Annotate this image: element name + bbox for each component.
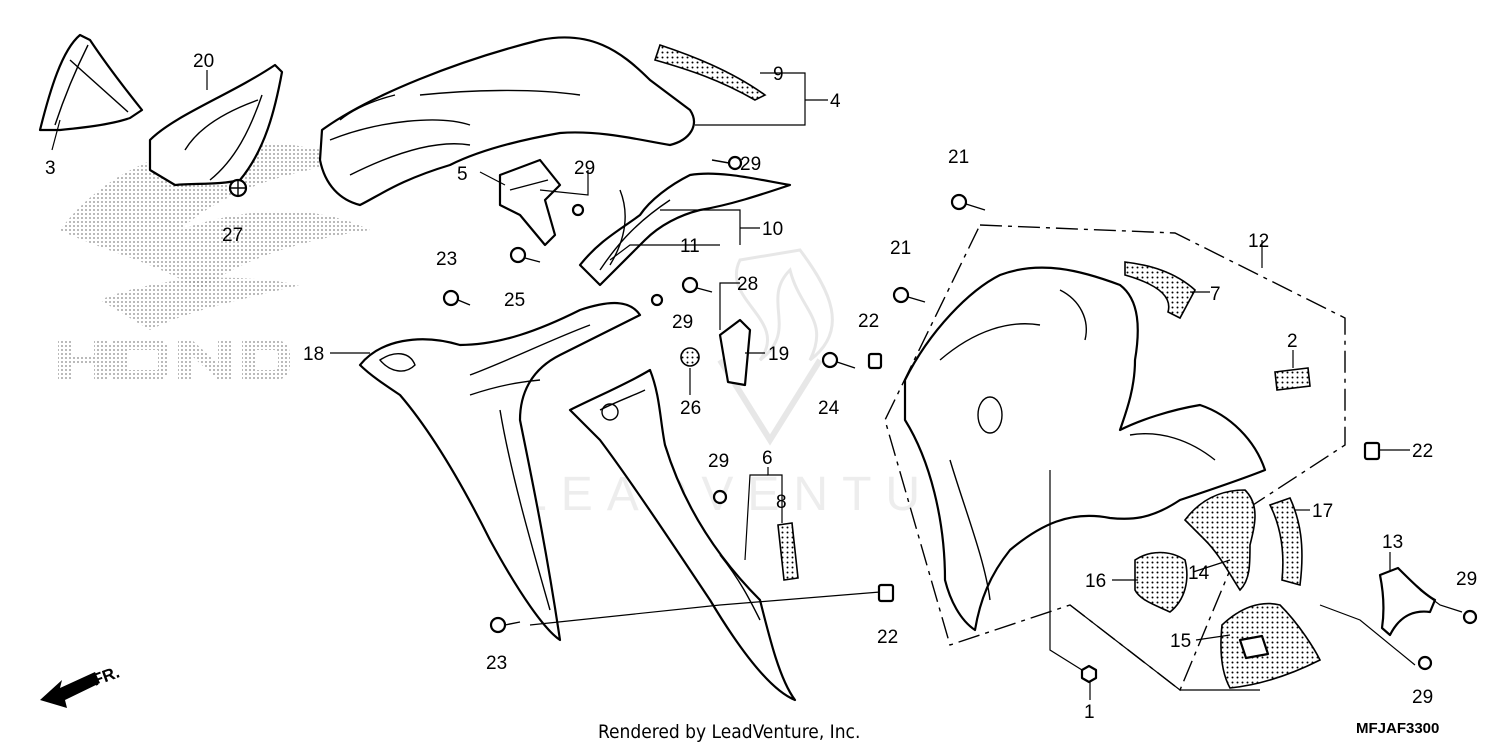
callout-18[interactable]: 18 (303, 344, 324, 365)
callout-25[interactable]: 25 (504, 290, 525, 311)
callout-7[interactable]: 7 (1210, 284, 1221, 305)
part-15-seal[interactable] (1220, 602, 1322, 689)
part-10-inner-panel[interactable] (578, 172, 792, 287)
honda-letters (58, 340, 290, 380)
callout-20[interactable]: 20 (193, 51, 214, 72)
honda-watermark (58, 142, 370, 380)
callout-15[interactable]: 15 (1170, 631, 1191, 652)
callout-8[interactable]: 8 (776, 492, 787, 513)
callout-26[interactable]: 26 (680, 398, 701, 419)
callout-10[interactable]: 10 (762, 219, 783, 240)
screw-29f[interactable] (1417, 655, 1433, 671)
callout-29a[interactable]: 29 (740, 154, 761, 175)
bolts (442, 155, 1478, 684)
part-6-lower-cowl[interactable] (568, 368, 797, 702)
callout-29e[interactable]: 29 (1456, 569, 1477, 590)
part-14-seal[interactable] (1183, 489, 1256, 592)
part-27-screw[interactable] (228, 178, 248, 198)
part-16-seal[interactable] (1134, 551, 1188, 613)
callout-3[interactable]: 3 (45, 158, 56, 179)
part-3-duct[interactable] (38, 33, 144, 132)
callout-5[interactable]: 5 (457, 164, 468, 185)
callout-22b[interactable]: 22 (1412, 441, 1433, 462)
callout-22c[interactable]: 22 (877, 627, 898, 648)
callout-21b[interactable]: 21 (890, 238, 911, 259)
callout-23a[interactable]: 23 (436, 249, 457, 270)
callout-14[interactable]: 14 (1188, 563, 1210, 584)
callout-11[interactable]: 11 (680, 236, 700, 257)
callout-27[interactable]: 27 (222, 225, 243, 246)
part-20-inner-duct[interactable] (148, 63, 284, 187)
part-12-inner-cowl[interactable] (903, 266, 1267, 632)
leader-lines (51, 70, 1463, 700)
callout-29c[interactable]: 29 (672, 312, 693, 333)
callout-1[interactable]: 1 (1084, 702, 1095, 723)
callout-29f[interactable]: 29 (1412, 687, 1433, 708)
callout-29b[interactable]: 29 (574, 158, 595, 179)
diagram-code: MFJAF3300 (1356, 720, 1439, 737)
part-7-seal[interactable] (1124, 261, 1197, 320)
bolt-25[interactable] (509, 246, 541, 264)
nut-1[interactable] (1080, 664, 1098, 684)
clip-22b[interactable] (1363, 441, 1381, 461)
clip-19[interactable] (718, 318, 752, 387)
callout-6[interactable]: 6 (762, 448, 773, 469)
footer-credit: Rendered by LeadVenture, Inc. (598, 721, 860, 743)
callout-4[interactable]: 4 (830, 91, 841, 112)
part-2-pad[interactable] (1274, 367, 1311, 391)
screw-29a[interactable] (711, 155, 743, 171)
part-18-middle-cowl[interactable] (358, 301, 642, 642)
screw-29d[interactable] (712, 489, 728, 505)
callout-22a[interactable]: 22 (858, 311, 879, 332)
callout-19[interactable]: 19 (768, 344, 789, 365)
bolt-24[interactable] (821, 351, 856, 369)
screw-29b[interactable] (571, 203, 585, 217)
callout-17[interactable]: 17 (1312, 501, 1333, 522)
callout-16[interactable]: 16 (1085, 571, 1106, 592)
screw-29e[interactable] (1462, 609, 1478, 625)
part-9-grille[interactable] (653, 43, 767, 101)
bolt-21a[interactable] (950, 193, 986, 211)
bolt-28[interactable] (681, 276, 713, 294)
callout-9[interactable]: 9 (773, 64, 784, 85)
part-17-pad[interactable] (1268, 497, 1303, 587)
callouts: 1 2 3 4 5 6 7 8 9 10 11 12 13 14 15 16 1… (45, 51, 1477, 723)
grommet-26[interactable] (680, 347, 700, 367)
callout-2[interactable]: 2 (1287, 331, 1298, 352)
bolt-23a[interactable] (442, 289, 471, 307)
bolt-21b[interactable] (892, 286, 926, 304)
part-13-bracket[interactable] (1378, 566, 1437, 637)
clip-22a[interactable] (867, 352, 883, 370)
clip-22c[interactable] (877, 583, 895, 603)
arrow-left-icon (40, 672, 100, 708)
callout-29d[interactable]: 29 (708, 451, 729, 472)
direction-label: FR. (90, 663, 122, 690)
part-4-upper-cowl[interactable] (318, 36, 695, 207)
callout-28[interactable]: 28 (737, 274, 758, 295)
callout-12[interactable]: 12 (1248, 231, 1269, 252)
callout-23b[interactable]: 23 (486, 653, 507, 674)
bolt-23b[interactable] (489, 616, 521, 634)
callout-13[interactable]: 13 (1382, 532, 1403, 553)
screw-29c[interactable] (650, 293, 664, 307)
part-8-strip[interactable] (777, 522, 799, 581)
callout-21a[interactable]: 21 (948, 147, 969, 168)
part-5-bracket[interactable] (498, 158, 562, 247)
front-direction-arrow: FR. (40, 663, 122, 708)
callout-24[interactable]: 24 (818, 398, 840, 419)
